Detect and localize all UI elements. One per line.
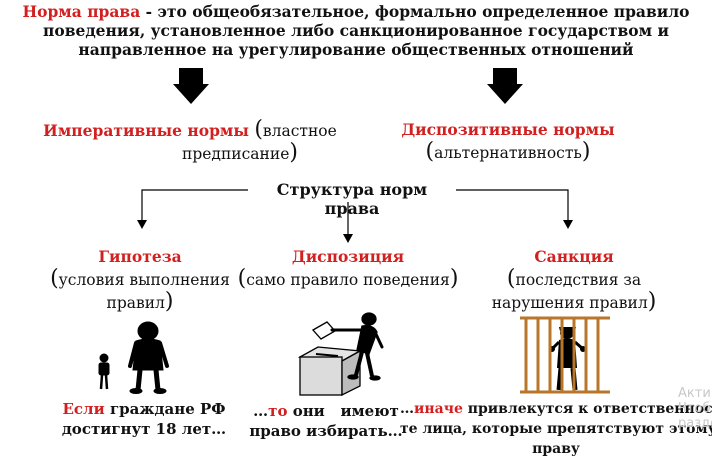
sanction-desc-a: последствия за <box>515 271 642 289</box>
structure-connectors <box>141 189 569 236</box>
hypothesis-title: Гипотеза <box>98 247 182 266</box>
sanction-desc-b: нарушения правил <box>491 294 648 312</box>
arrowhead-middle-icon <box>343 234 353 243</box>
arrow-down-right-icon <box>487 68 523 104</box>
imperative-desc-a: властное <box>262 122 337 140</box>
activation-watermark: Акти Чтоб разде <box>678 386 712 431</box>
arrowhead-left-icon <box>137 220 147 229</box>
hypothesis-example: Если граждане РФ достигнут 18 лет… <box>44 399 244 439</box>
disposition-block: Диспозиция (само правило поведения) <box>232 246 464 291</box>
definition-term: Норма права <box>22 2 141 21</box>
imperative-norms: Императивные нормы (властное предписание… <box>43 117 337 165</box>
sanction-example-keyword: иначе <box>414 401 463 417</box>
arrow-down-left-icon <box>173 68 209 104</box>
disposition-example-text-a: они имеют <box>287 402 399 420</box>
disposition-desc: само правило поведения <box>246 271 450 289</box>
dispositive-desc: альтернативность <box>434 144 582 162</box>
disposition-example-lead: … <box>253 402 269 420</box>
definition-dash: - <box>140 2 158 21</box>
imperative-title: Императивные нормы <box>43 121 249 140</box>
sanction-example: …иначе привлекутся к ответственности те … <box>400 399 712 459</box>
ballot-box-voter-illustration-icon <box>297 312 384 397</box>
jail-bars-illustration-icon <box>520 316 610 394</box>
hypothesis-example-text-a: граждане РФ <box>104 400 226 418</box>
sanction-example-lead: … <box>400 401 414 417</box>
watermark-line-3: разде <box>678 416 712 431</box>
sanction-example-text-b: те лица, которые препятствуют этому <box>400 421 712 437</box>
hypothesis-example-text-b: достигнут 18 лет… <box>61 420 227 438</box>
adult-child-illustration-icon <box>98 321 169 394</box>
norm-definition: Норма права - это общеобязательное, форм… <box>6 2 706 59</box>
disposition-example-keyword: то <box>268 402 288 420</box>
hypothesis-example-keyword: Если <box>62 400 105 418</box>
sanction-example-text-c: праву <box>532 441 580 457</box>
hypothesis-block: Гипотеза (условия выполнения правил) <box>30 246 250 314</box>
sanction-example-text-a: привлекутся к ответственности <box>462 401 712 417</box>
disposition-title: Диспозиция <box>291 247 405 266</box>
arrowhead-right-icon <box>563 220 573 229</box>
structure-title: Структура норм права <box>276 180 428 218</box>
dispositive-title: Диспозитивные нормы <box>401 120 615 139</box>
sanction-title: Санкция <box>534 247 614 266</box>
hypothesis-desc-a: условия выполнения <box>58 271 230 289</box>
dispositive-norms: Диспозитивные нормы (альтернативность) <box>401 120 615 164</box>
watermark-line-2: Чтоб <box>678 401 711 416</box>
hypothesis-desc-b: правил <box>106 294 165 312</box>
disposition-example: …то они имеют право избирать… <box>246 401 406 441</box>
imperative-desc-b: предписание <box>182 145 290 163</box>
sanction-block: Санкция (последствия за нарушения правил… <box>474 246 674 314</box>
disposition-example-text-b: право избирать… <box>249 422 403 440</box>
definition-text: это общеобязательное, формально определе… <box>43 2 690 59</box>
watermark-line-1: Акти <box>678 386 711 401</box>
